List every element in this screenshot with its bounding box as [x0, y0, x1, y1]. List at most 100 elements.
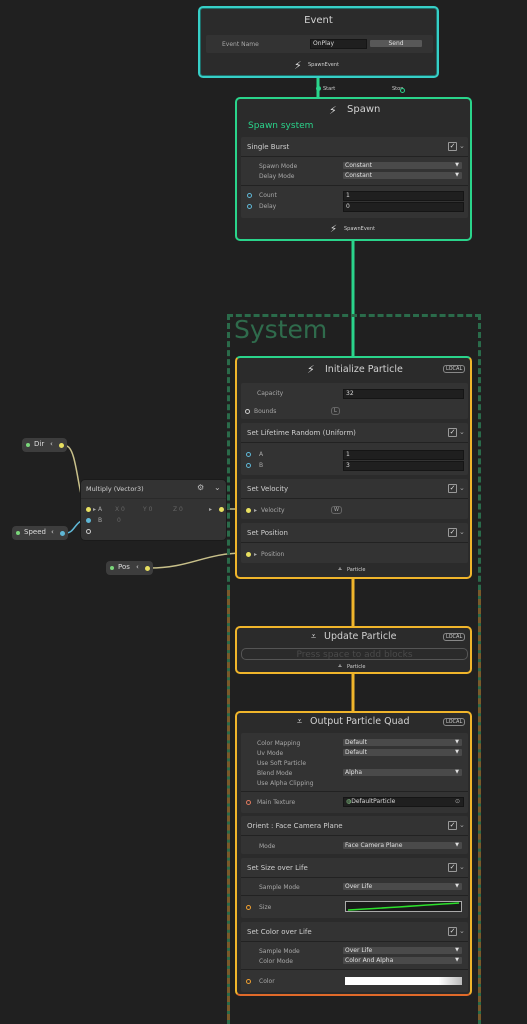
single-burst-title: Single Burst	[247, 143, 290, 151]
delay-mode-dropdown[interactable]: Constant▼	[343, 172, 462, 179]
pos-parameter[interactable]: Pos ‹	[106, 561, 153, 575]
initialize-particle-node[interactable]: ⚡ Initialize Particle LOCAL Capacity 32 …	[235, 356, 472, 579]
delay-field[interactable]: 0	[343, 202, 464, 212]
lifetime-a-port[interactable]	[246, 452, 251, 457]
add-blocks-placeholder[interactable]: Press space to add blocks	[241, 648, 468, 660]
bounds-space-badge[interactable]: L	[331, 407, 340, 415]
multiply-chevron-icon[interactable]: ⌄	[214, 483, 221, 492]
single-burst-block[interactable]: Single Burst ✓ ⌄ Spawn Mode Constant▼ De…	[241, 137, 468, 218]
update-particle-icon: ⩡	[311, 632, 317, 642]
main-texture-port[interactable]	[246, 800, 251, 805]
multiply-b-port[interactable]	[86, 518, 91, 523]
color-over-life-block[interactable]: Set Color over Life ✓ ⌄ Sample Mode Over…	[241, 922, 468, 992]
spawn-node[interactable]: ⚡ Spawn Spawn system Single Burst ✓ ⌄ Sp…	[235, 97, 472, 241]
size-over-life-chevron-icon[interactable]: ⌄	[459, 863, 465, 871]
orient-checkbox[interactable]: ✓	[448, 821, 457, 830]
color-over-life-chevron-icon[interactable]: ⌄	[459, 927, 465, 935]
size-over-life-checkbox[interactable]: ✓	[448, 863, 457, 872]
size-port[interactable]	[246, 905, 251, 910]
output-particle-quad-node[interactable]: ⩡ Output Particle Quad LOCAL Color Mappi…	[235, 711, 472, 996]
velocity-space-badge[interactable]: W	[331, 506, 342, 514]
count-port[interactable]	[247, 193, 252, 198]
color-over-life-checkbox[interactable]: ✓	[448, 927, 457, 936]
speed-label: Speed	[24, 528, 46, 536]
output-title: Output Particle Quad	[310, 716, 410, 727]
velocity-port[interactable]	[246, 508, 251, 513]
single-burst-chevron-icon[interactable]: ⌄	[459, 142, 465, 150]
use-alpha-clipping-label: Use Alpha Clipping	[257, 780, 314, 787]
blend-mode-dropdown[interactable]: Alpha▼	[343, 769, 462, 776]
color-sample-mode-dropdown[interactable]: Over Life▼	[343, 947, 462, 954]
lifetime-b-field[interactable]: 3	[343, 461, 464, 471]
pos-collapse-icon[interactable]: ‹	[136, 563, 139, 571]
dir-collapse-icon[interactable]: ‹	[50, 440, 53, 448]
size-over-life-block[interactable]: Set Size over Life ✓ ⌄ Sample Mode Over …	[241, 858, 468, 918]
event-name-field[interactable]: OnPlay	[310, 39, 367, 49]
lifetime-b-port[interactable]	[246, 463, 251, 468]
multiply-a-y[interactable]: Y 0	[143, 506, 153, 513]
multiply-a-port[interactable]	[86, 507, 91, 512]
multiply-a-z[interactable]: Z 0	[173, 506, 183, 513]
stop-port[interactable]	[400, 88, 405, 93]
spawn-mode-dropdown[interactable]: Constant▼	[343, 162, 462, 169]
output-local-badge[interactable]: LOCAL	[443, 718, 466, 726]
orient-mode-label: Mode	[259, 843, 276, 850]
multiply-a-expand-icon[interactable]: ▸	[93, 506, 97, 513]
set-velocity-chevron-icon[interactable]: ⌄	[459, 484, 465, 492]
set-position-chevron-icon[interactable]: ⌄	[459, 528, 465, 536]
set-position-block[interactable]: Set Position ✓ ⌄ ▸ Position	[241, 523, 468, 563]
speed-output-port[interactable]	[60, 531, 65, 536]
update-particle-node[interactable]: ⩡ Update Particle LOCAL Press space to a…	[235, 626, 472, 674]
speed-parameter[interactable]: Speed ‹	[12, 526, 68, 540]
system-title[interactable]: System	[234, 315, 328, 344]
color-port[interactable]	[246, 979, 251, 984]
set-velocity-checkbox[interactable]: ✓	[448, 484, 457, 493]
update-local-badge[interactable]: LOCAL	[443, 633, 466, 641]
delay-port[interactable]	[247, 204, 252, 209]
orient-block[interactable]: Orient : Face Camera Plane ✓ ⌄ Mode Face…	[241, 816, 468, 854]
size-sample-mode-dropdown[interactable]: Over Life▼	[343, 883, 462, 890]
multiply-output-port[interactable]	[219, 507, 224, 512]
object-picker-icon[interactable]: ⊙	[454, 798, 460, 805]
main-texture-field[interactable]: ◍DefaultParticle ⊙	[343, 797, 464, 807]
color-gradient-field[interactable]	[345, 977, 462, 985]
speed-collapse-icon[interactable]: ‹	[51, 528, 54, 536]
set-lifetime-checkbox[interactable]: ✓	[448, 428, 457, 437]
lifetime-a-field[interactable]: 1	[343, 450, 464, 460]
set-position-checkbox[interactable]: ✓	[448, 528, 457, 537]
pos-label: Pos	[118, 563, 130, 571]
event-node[interactable]: Event Event Name OnPlay Send ⚡ SpawnEven…	[198, 6, 439, 78]
count-field[interactable]: 1	[343, 191, 464, 201]
dir-parameter[interactable]: Dir ‹	[22, 438, 67, 452]
uv-mode-dropdown[interactable]: Default▼	[343, 749, 462, 756]
pos-output-port[interactable]	[145, 566, 150, 571]
dir-output-port[interactable]	[59, 443, 64, 448]
spawn-system-note: Spawn system	[248, 121, 314, 131]
multiply-b-value[interactable]: 0	[117, 517, 121, 524]
orient-chevron-icon[interactable]: ⌄	[459, 821, 465, 829]
initialize-local-badge[interactable]: LOCAL	[443, 365, 466, 373]
start-port[interactable]	[316, 86, 321, 91]
multiply-a-x[interactable]: X 0	[115, 506, 125, 513]
delay-label: Delay	[259, 203, 277, 210]
bounds-port[interactable]	[245, 409, 250, 414]
position-port[interactable]	[246, 552, 251, 557]
set-velocity-block[interactable]: Set Velocity ✓ ⌄ ▸ Velocity W	[241, 479, 468, 519]
set-lifetime-block[interactable]: Set Lifetime Random (Uniform) ✓ ⌄ A 1 B …	[241, 423, 468, 475]
spawn-mode-label: Spawn Mode	[259, 163, 298, 170]
orient-mode-dropdown[interactable]: Face Camera Plane▼	[343, 842, 462, 849]
send-button[interactable]: Send	[370, 40, 422, 47]
multiply-extra-port[interactable]	[86, 529, 91, 534]
multiply-vector3-node[interactable]: Multiply (Vector3) ⚙ ⌄ ▸ A X 0 Y 0 Z 0 B…	[80, 479, 227, 541]
color-mode-dropdown[interactable]: Color And Alpha▼	[343, 957, 462, 964]
event-name-label: Event Name	[222, 41, 259, 48]
set-lifetime-chevron-icon[interactable]: ⌄	[459, 428, 465, 436]
position-expand-icon[interactable]: ▸	[254, 551, 258, 558]
single-burst-checkbox[interactable]: ✓	[448, 142, 457, 151]
velocity-expand-icon[interactable]: ▸	[254, 507, 258, 514]
color-mapping-dropdown[interactable]: Default▼	[343, 739, 462, 746]
capacity-field[interactable]: 32	[343, 389, 464, 399]
multiply-settings-gear-icon[interactable]: ⚙	[197, 483, 205, 492]
multiply-output-expand-icon[interactable]: ▸	[209, 506, 213, 513]
size-curve-field[interactable]	[345, 901, 462, 912]
